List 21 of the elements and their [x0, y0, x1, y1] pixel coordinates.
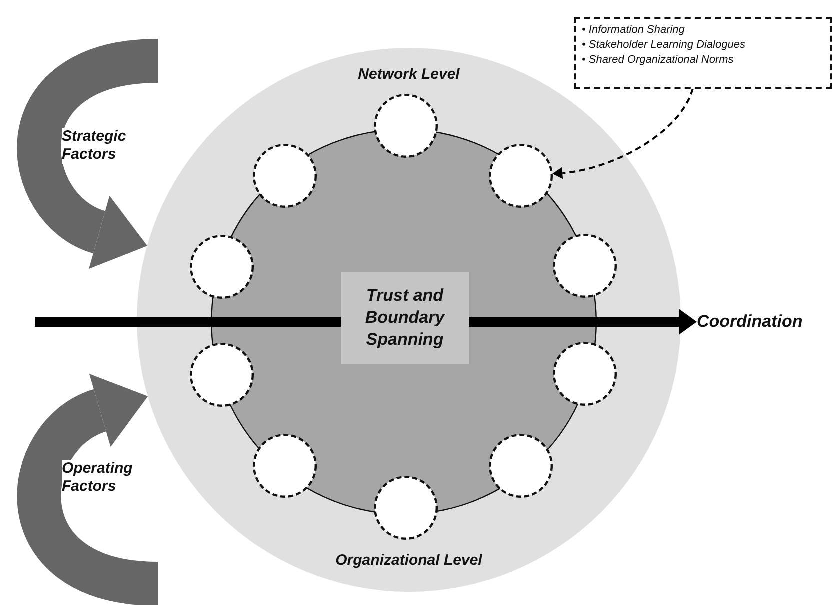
dashed-circle	[374, 94, 438, 158]
level-label: Network Level	[358, 66, 460, 83]
arrow	[18, 39, 160, 268]
dashed-circle	[553, 234, 617, 298]
dashed-circle	[374, 476, 438, 540]
outcome-label: Coordination	[697, 308, 827, 336]
dashed-circle	[190, 343, 254, 407]
dashed-circle	[190, 235, 254, 299]
dashed-circle	[489, 434, 553, 498]
leader-arrow	[552, 88, 694, 180]
concept-box: Trust and Boundary Spanning	[341, 272, 469, 364]
bullet-item: • Information Sharing	[582, 23, 686, 38]
dashed-circle	[253, 144, 317, 208]
bullet-item: • Shared Organizational Norms	[582, 52, 735, 68]
level-label: Organizational Level	[336, 552, 482, 569]
callout-box	[574, 17, 832, 89]
dashed-circle	[553, 342, 617, 406]
arrow	[18, 376, 160, 605]
dashed-circle	[253, 434, 317, 498]
bullet-item: • Stakeholder Learning Dialogues	[582, 38, 746, 53]
dashed-circle	[489, 144, 553, 208]
